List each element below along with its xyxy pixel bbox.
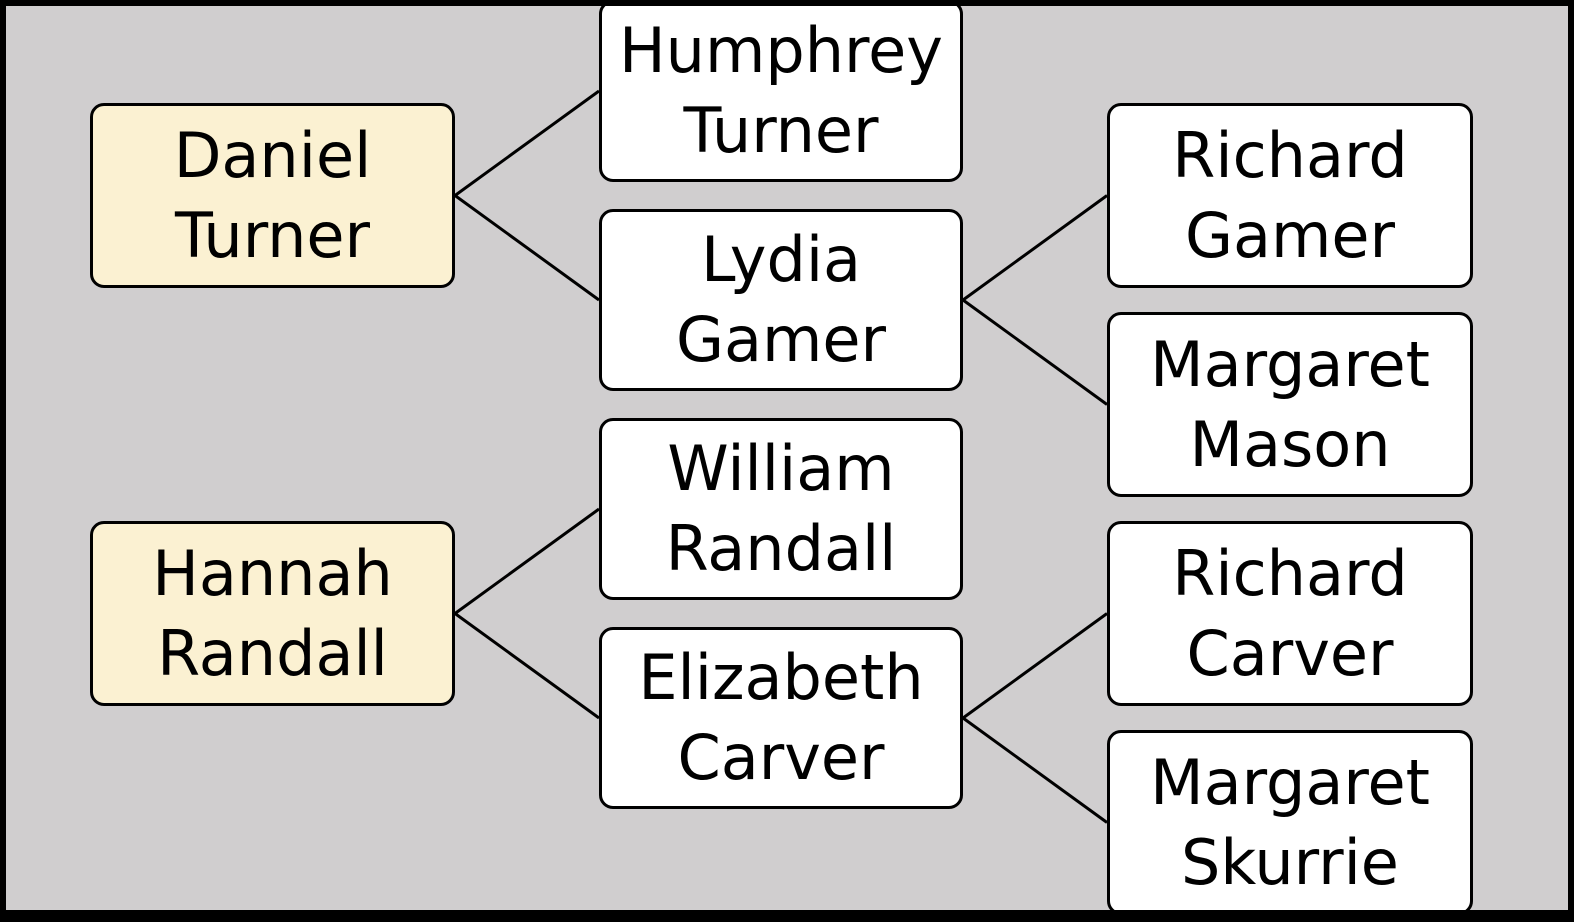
node-last-name: Gamer xyxy=(1184,198,1396,272)
family-tree-canvas: Daniel Turner Humphrey Turner Lydia Game… xyxy=(6,6,1568,910)
node-lydia-gamer: Lydia Gamer xyxy=(599,209,963,391)
node-first-name: Daniel xyxy=(173,118,372,192)
link-elizabeth-carver-to-richard-carver xyxy=(962,612,1108,720)
node-first-name: Elizabeth xyxy=(638,641,924,714)
node-first-name: Margaret xyxy=(1150,327,1430,401)
node-elizabeth-carver: Elizabeth Carver xyxy=(599,627,963,809)
node-margaret-mason: Margaret Mason xyxy=(1107,312,1473,497)
link-elizabeth-carver-to-margaret-skurrie xyxy=(962,716,1108,824)
node-last-name: Turner xyxy=(683,94,879,167)
node-last-name: Randall xyxy=(157,616,388,690)
node-first-name: Margaret xyxy=(1150,745,1430,819)
link-daniel-turner-to-lydia-gamer xyxy=(454,194,600,302)
node-first-name: Hannah xyxy=(152,536,393,610)
node-richard-gamer: Richard Gamer xyxy=(1107,103,1473,288)
node-first-name: Richard xyxy=(1172,536,1408,610)
link-hannah-randall-to-elizabeth-carver xyxy=(454,612,600,720)
node-daniel-turner: Daniel Turner xyxy=(90,103,455,288)
link-hannah-randall-to-william-randall xyxy=(454,507,600,615)
node-last-name: Carver xyxy=(1186,616,1394,690)
node-last-name: Turner xyxy=(174,198,371,272)
node-last-name: Gamer xyxy=(675,303,887,376)
connector-lines xyxy=(454,89,1108,824)
link-lydia-gamer-to-margaret-mason xyxy=(962,298,1108,406)
node-first-name: Lydia xyxy=(700,223,862,296)
node-last-name: Mason xyxy=(1189,407,1391,481)
node-last-name: Carver xyxy=(677,721,885,794)
node-richard-carver: Richard Carver xyxy=(1107,521,1473,706)
node-hannah-randall: Hannah Randall xyxy=(90,521,455,706)
node-first-name: Richard xyxy=(1172,118,1408,192)
node-last-name: Skurrie xyxy=(1181,825,1399,899)
node-last-name: Randall xyxy=(665,512,897,585)
link-lydia-gamer-to-richard-gamer xyxy=(962,194,1108,302)
node-william-randall: William Randall xyxy=(599,418,963,600)
node-first-name: Humphrey xyxy=(619,14,943,87)
node-first-name: William xyxy=(667,432,895,505)
link-daniel-turner-to-humphrey-turner xyxy=(454,89,600,197)
node-humphrey-turner: Humphrey Turner xyxy=(599,6,963,182)
node-margaret-skurrie: Margaret Skurrie xyxy=(1107,730,1473,910)
